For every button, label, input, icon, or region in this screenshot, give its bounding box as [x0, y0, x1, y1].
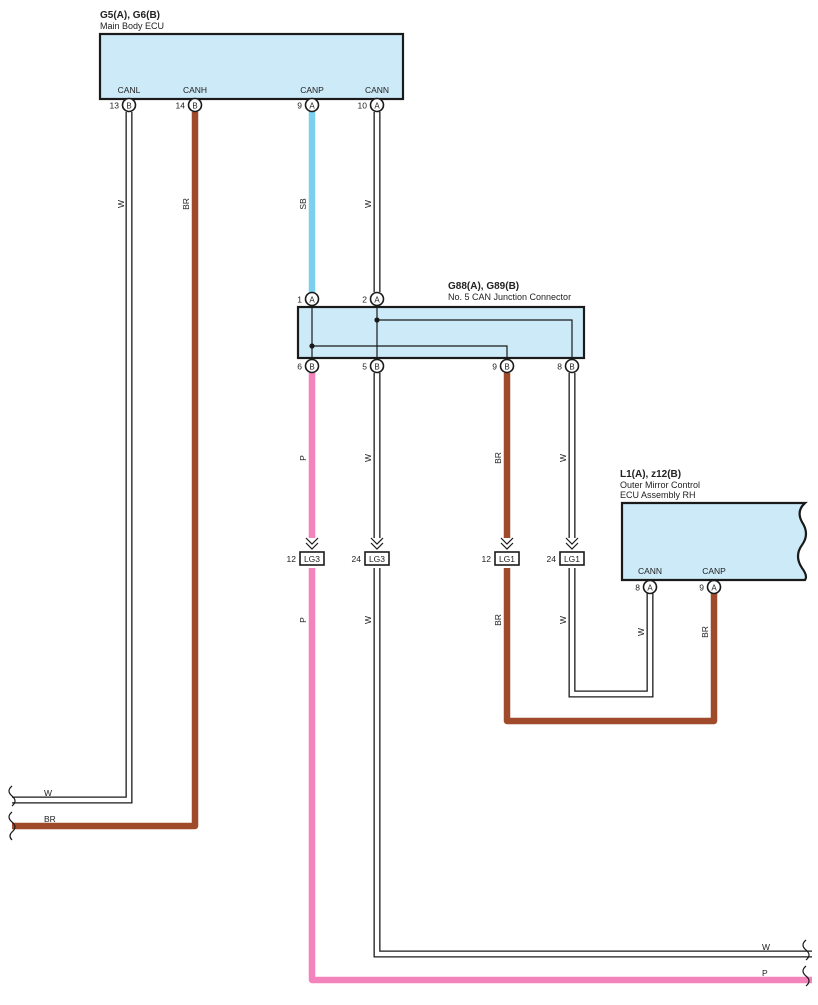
wire-break-left [8, 785, 16, 841]
inline-lg1-12-label: LG1 [499, 554, 515, 564]
wire-j8-w [568, 373, 654, 698]
label-canh-br: BR [181, 198, 191, 210]
label-j5-w-low: W [363, 616, 373, 624]
junction-pin-6-number: 6 [297, 362, 302, 372]
label-canl-w: W [116, 200, 126, 208]
junction-box [296, 305, 586, 360]
label-j6-p: P [298, 455, 308, 461]
inline-lg3-24-label: LG3 [369, 554, 385, 564]
junction-pin-5-connector: B [374, 363, 379, 372]
junction-pin-5-number: 5 [362, 362, 367, 372]
label-j6-p-low: P [298, 617, 308, 623]
inline-connector-lg1-12: LG1 12 [482, 537, 520, 566]
main-pin-14-number: 14 [176, 101, 186, 111]
inline-connector-lg3-12: LG3 12 [287, 537, 325, 566]
main-pin-9-number: 9 [297, 101, 302, 111]
main-pin-9-connector: A [309, 102, 315, 111]
main-pin-13-connector: B [126, 102, 131, 111]
label-mirror-cann-w: W [636, 628, 646, 636]
label-canp-sb: SB [298, 198, 308, 210]
mirror-pin-canp-signal: CANP [702, 566, 726, 576]
main-pin-cann-signal: CANN [365, 85, 389, 95]
inline-lg3-12-label: LG3 [304, 554, 320, 564]
mirror-ecu-name-1: Outer Mirror Control [620, 480, 700, 490]
junction-name: No. 5 CAN Junction Connector [448, 292, 571, 302]
mirror-pin-8: A 8 [635, 579, 658, 595]
label-j8-w-low: W [558, 616, 568, 624]
wire-canh-stroke [12, 112, 199, 830]
inline-connector-lg3-24: LG3 24 [352, 537, 390, 566]
label-mirror-canp-br: BR [700, 626, 710, 638]
wire-j6-p [308, 373, 812, 984]
mirror-ecu-box [620, 501, 808, 582]
main-pin-canl-signal: CANL [118, 85, 141, 95]
label-j9-br-low: BR [493, 614, 503, 626]
wire-j5-w [373, 373, 812, 958]
main-ecu-name: Main Body ECU [100, 21, 164, 31]
junction-pin-8: B 8 [557, 358, 580, 374]
junction-pin-8-number: 8 [557, 362, 562, 372]
label-left-br: BR [44, 814, 56, 824]
label-j8-w: W [558, 454, 568, 462]
main-pin-10: A 10 [358, 97, 385, 113]
main-pin-13: B 13 [110, 97, 137, 113]
wire-canl-w [12, 112, 133, 804]
label-j5-w: W [363, 454, 373, 462]
inline-lg3-12-pin: 12 [287, 554, 297, 564]
wire-break-right [802, 939, 810, 987]
junction-pin-8-connector: B [569, 363, 574, 372]
junction-pin-1-connector: A [309, 296, 315, 305]
mirror-pin-cann-signal: CANN [638, 566, 662, 576]
main-pin-canp-signal: CANP [300, 85, 324, 95]
inline-lg1-24-pin: 24 [547, 554, 557, 564]
inline-lg3-24-pin: 24 [352, 554, 362, 564]
junction-pin-1: A 1 [297, 291, 320, 307]
junction-pin-6-connector: B [309, 363, 314, 372]
label-right-p: P [762, 968, 768, 978]
main-pin-13-number: 13 [110, 101, 120, 111]
junction-pin-5: B 5 [362, 358, 385, 374]
junction-code: G88(A), G89(B) [448, 281, 519, 292]
junction-pin-2: A 2 [362, 291, 385, 307]
mirror-pin-9-connector: A [711, 584, 717, 593]
junction-internal-bus [309, 305, 573, 360]
main-pin-14: B 14 [176, 97, 203, 113]
main-ecu-code: G5(A), G6(B) [100, 10, 160, 21]
mirror-ecu-code: L1(A), z12(B) [620, 469, 681, 480]
main-pin-14-connector: B [192, 102, 197, 111]
label-cann-w: W [363, 200, 373, 208]
wire-j9-br [503, 373, 718, 725]
wire-canh-br [12, 112, 199, 830]
mirror-pin-9-number: 9 [699, 583, 704, 593]
main-pin-10-number: 10 [358, 101, 368, 111]
main-pin-9: A 9 [297, 97, 320, 113]
main-pin-10-connector: A [374, 102, 380, 111]
inline-lg1-12-pin: 12 [482, 554, 492, 564]
mirror-pin-8-number: 8 [635, 583, 640, 593]
label-j9-br: BR [493, 452, 503, 464]
mirror-pin-9: A 9 [699, 579, 722, 595]
label-right-w: W [762, 942, 770, 952]
main-pin-canh-signal: CANH [183, 85, 207, 95]
junction-pin-2-number: 2 [362, 295, 367, 305]
junction-pin-9-number: 9 [492, 362, 497, 372]
junction-pin-6: B 6 [297, 358, 320, 374]
label-left-w: W [44, 788, 52, 798]
mirror-pin-8-connector: A [647, 584, 653, 593]
main-ecu-box [98, 32, 405, 101]
inline-connector-lg1-24: LG1 24 [547, 537, 585, 566]
junction-pin-9: B 9 [492, 358, 515, 374]
junction-pin-1-number: 1 [297, 295, 302, 305]
mirror-ecu-name-2: ECU Assembly RH [620, 490, 696, 500]
junction-pin-9-connector: B [504, 363, 509, 372]
inline-lg1-24-label: LG1 [564, 554, 580, 564]
junction-pin-2-connector: A [374, 296, 380, 305]
